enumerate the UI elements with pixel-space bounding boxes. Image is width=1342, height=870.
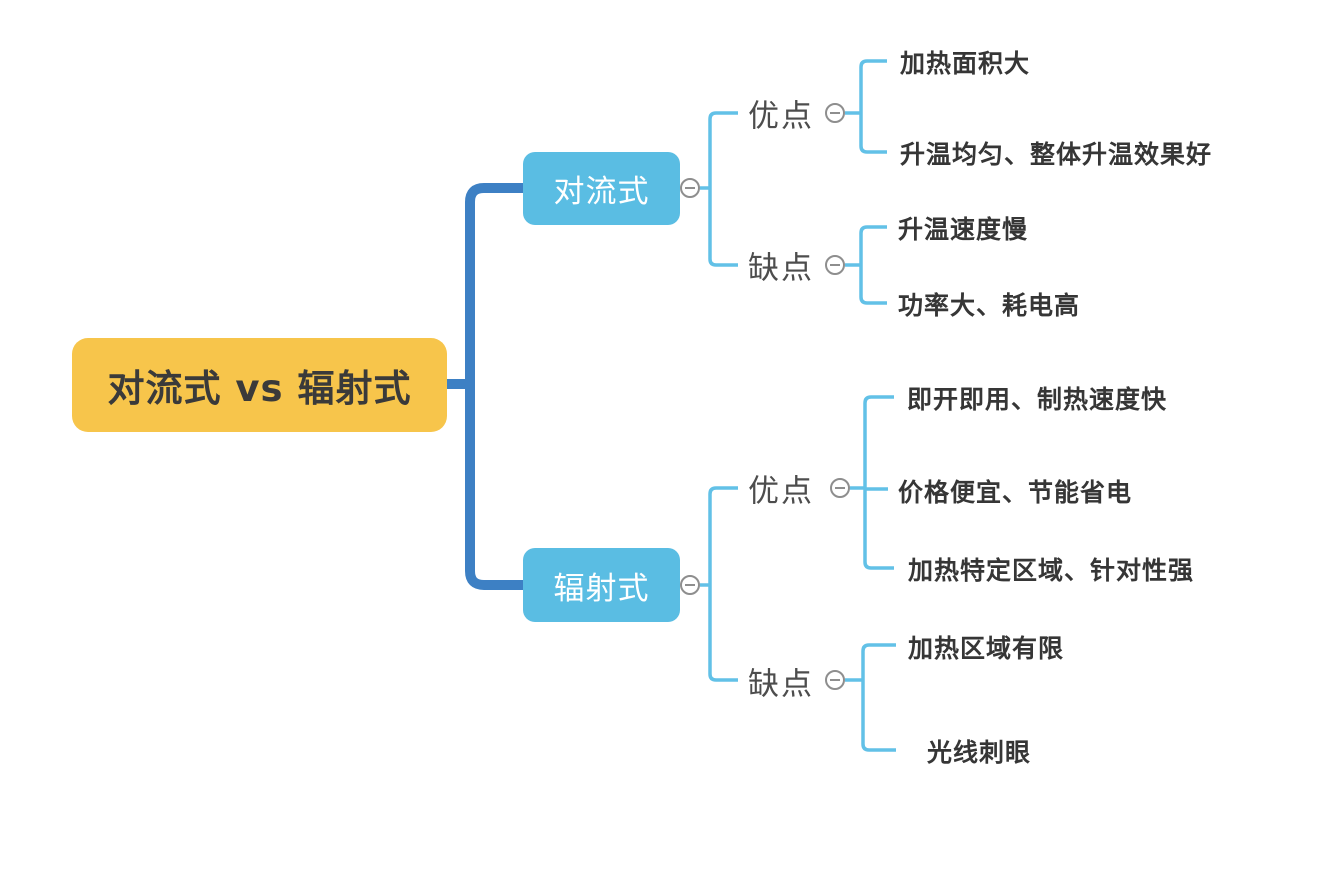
group-label-convection-cons[interactable]: 缺点 xyxy=(748,250,814,287)
minus-icon xyxy=(830,264,840,266)
collapse-icon-radiant-pros[interactable] xyxy=(830,478,850,498)
group-label-radiant-pros[interactable]: 优点 xyxy=(748,473,814,510)
group-label-radiant-cons[interactable]: 缺点 xyxy=(748,666,814,703)
b2-pros-leaves-bracket xyxy=(863,395,894,570)
b1-pros-leaves-bracket xyxy=(859,59,887,154)
minus-icon xyxy=(835,487,845,489)
root-node[interactable]: 对流式 vs 辐射式 xyxy=(72,338,447,432)
branch2-groups-bracket xyxy=(708,486,738,682)
collapse-icon-radiant[interactable] xyxy=(680,575,700,595)
minus-icon xyxy=(830,112,840,114)
leaf-node[interactable]: 升温均匀、整体升温效果好 xyxy=(900,140,1213,169)
leaf-node[interactable]: 光线刺眼 xyxy=(927,738,1032,767)
minus-icon xyxy=(685,187,695,189)
group-label-convection-pros[interactable]: 优点 xyxy=(748,98,814,135)
collapse-icon-radiant-cons[interactable] xyxy=(825,670,845,690)
leaf-node[interactable]: 加热特定区域、针对性强 xyxy=(908,556,1195,585)
leaf-node[interactable]: 加热面积大 xyxy=(900,49,1031,78)
minus-icon xyxy=(830,679,840,681)
branch-node-convection[interactable]: 对流式 xyxy=(523,152,680,225)
collapse-icon-convection-cons[interactable] xyxy=(825,255,845,275)
leaf-node[interactable]: 即开即用、制热速度快 xyxy=(907,385,1168,414)
b2-cons-leaves-bracket xyxy=(861,643,896,752)
branch1-groups-bracket xyxy=(708,111,738,267)
leaf-node[interactable]: 升温速度慢 xyxy=(898,215,1029,244)
collapse-icon-convection[interactable] xyxy=(680,178,700,198)
leaf-node[interactable]: 功率大、耗电高 xyxy=(898,291,1081,320)
leaf-node[interactable]: 价格便宜、节能省电 xyxy=(898,478,1133,507)
collapse-icon-convection-pros[interactable] xyxy=(825,103,845,123)
b1-cons-leaves-bracket xyxy=(859,225,887,305)
trunk-branch-bracket xyxy=(465,183,530,590)
branch-node-radiant[interactable]: 辐射式 xyxy=(523,548,680,622)
leaf-node[interactable]: 加热区域有限 xyxy=(908,634,1065,663)
minus-icon xyxy=(685,584,695,586)
